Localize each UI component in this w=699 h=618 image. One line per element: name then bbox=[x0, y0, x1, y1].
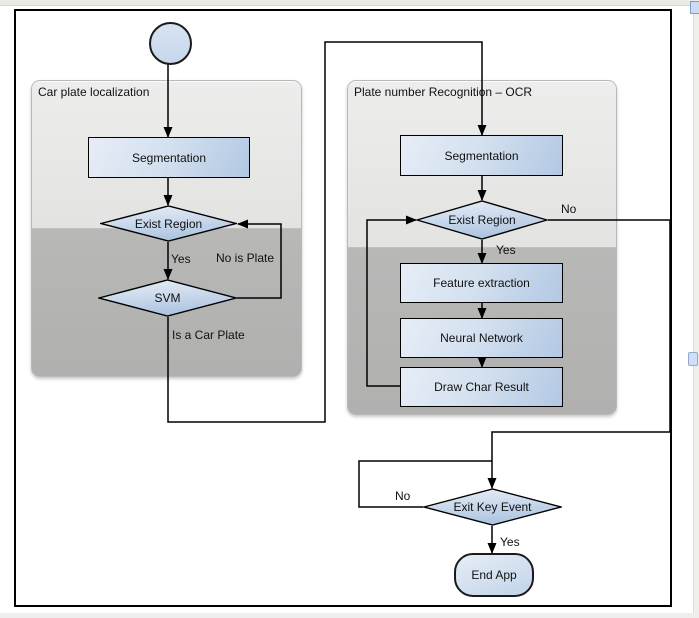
node-svm[interactable]: SVM bbox=[98, 279, 237, 317]
node-label: End App bbox=[471, 568, 517, 582]
node-neural-network[interactable]: Neural Network bbox=[400, 318, 563, 358]
edge-label-yes: Yes bbox=[500, 535, 520, 549]
node-label: Exist Region bbox=[134, 216, 203, 231]
scrollbar-thumb[interactable] bbox=[688, 352, 698, 366]
vertical-scrollbar-track[interactable] bbox=[693, 0, 699, 618]
node-segmentation-2[interactable]: Segmentation bbox=[400, 135, 563, 176]
diagram-canvas: Car plate localization Plate number Reco… bbox=[14, 9, 672, 607]
edge-label-no: No bbox=[395, 489, 411, 503]
node-label: Neural Network bbox=[440, 331, 523, 345]
node-end-app[interactable]: End App bbox=[454, 553, 534, 597]
node-draw-char-result[interactable]: Draw Char Result bbox=[400, 367, 563, 407]
node-label: Exit Key Event bbox=[453, 500, 532, 514]
group-plate-number-recognition-ocr[interactable]: Plate number Recognition – OCR bbox=[347, 80, 617, 415]
node-segmentation-1[interactable]: Segmentation bbox=[88, 137, 250, 178]
start-node[interactable] bbox=[149, 22, 192, 65]
node-feature-extraction[interactable]: Feature extraction bbox=[400, 263, 563, 303]
window-bottom-strip bbox=[0, 613, 699, 618]
window-top-strip bbox=[0, 0, 699, 6]
node-label: Exist Region bbox=[448, 213, 516, 227]
edge-label-no: No bbox=[561, 202, 577, 216]
node-exist-region-1[interactable]: Exist Region bbox=[100, 205, 237, 242]
node-label: Segmentation bbox=[131, 150, 207, 165]
edge-label-is-a-car-plate: Is a Car Plate bbox=[172, 328, 245, 342]
edge-label-yes: Yes bbox=[496, 243, 516, 257]
node-label: Draw Char Result bbox=[434, 380, 529, 394]
node-exit-key-event[interactable]: Exit Key Event bbox=[423, 488, 562, 526]
group-title: Plate number Recognition – OCR bbox=[354, 85, 533, 99]
node-exist-region-2[interactable]: Exist Region bbox=[416, 200, 548, 240]
group-title: Car plate localization bbox=[38, 85, 150, 99]
edge-label-no-is-plate: No is Plate bbox=[216, 251, 275, 265]
edge-label-yes: Yes bbox=[171, 252, 191, 266]
node-label: Feature extraction bbox=[433, 276, 530, 290]
node-label: Segmentation bbox=[444, 148, 519, 163]
scrollbar-corner-button[interactable] bbox=[690, 1, 699, 14]
node-label: SVM bbox=[154, 291, 181, 305]
